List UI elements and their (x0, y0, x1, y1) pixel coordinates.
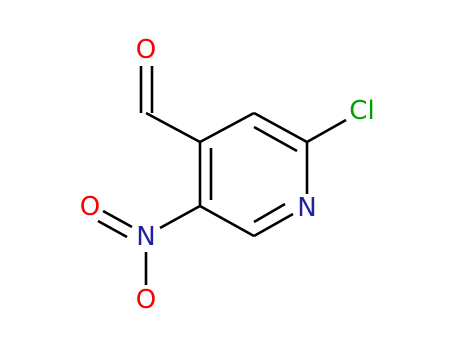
ring-nitrogen-label: N (297, 193, 316, 223)
bond-c6-c5 (199, 204, 255, 238)
bond-nitro-n-o-upper-a (102, 209, 133, 229)
bond-c2-cl (306, 118, 347, 144)
chlorine-label: Cl (349, 96, 374, 126)
bond-c5-nitro-n (159, 204, 201, 230)
nitro-nitrogen-label: N (136, 222, 155, 252)
nitro-oxygen-lower-label: O (136, 285, 156, 315)
bond-n1-c6 (253, 212, 294, 238)
bond-c4-c3 (199, 111, 255, 144)
bond-c4-cho (145, 111, 201, 144)
bond-n1-c6-inner (253, 202, 286, 224)
bond-c3-c2-inner (253, 125, 298, 153)
nitro-oxygen-upper-label: O (80, 192, 100, 222)
bond-c3-c2 (253, 111, 308, 144)
bond-nitro-n-o-upper-b (97, 219, 128, 239)
aldehyde-oxygen-label: O (136, 35, 156, 65)
